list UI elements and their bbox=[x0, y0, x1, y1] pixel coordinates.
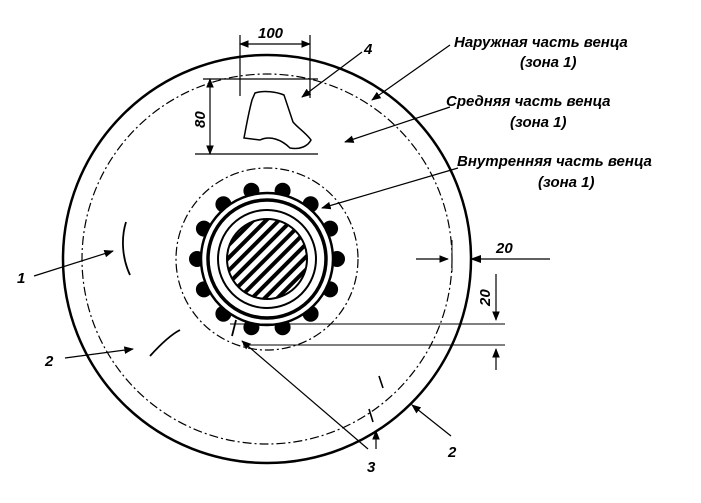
leader-2-right bbox=[411, 404, 452, 437]
dimension-20-vertical: 20 bbox=[230, 274, 505, 370]
inner-rim-label-line2: (зона 1) bbox=[538, 174, 595, 191]
leader-4 bbox=[301, 51, 363, 98]
inner-rim-label-line1: Внутренняя часть венца bbox=[457, 153, 652, 170]
leader-inner-rim bbox=[321, 167, 459, 210]
crack-mark-1 bbox=[122, 221, 131, 276]
callout-4: 4 bbox=[363, 41, 373, 58]
outer-rim-label-line2: (зона 1) bbox=[520, 54, 577, 71]
crack-mark-rim bbox=[378, 375, 384, 389]
leader-3-a bbox=[241, 340, 369, 450]
leader-1 bbox=[33, 249, 114, 277]
leader-outer-rim bbox=[371, 44, 451, 101]
dimension-20-horizontal: 20 bbox=[416, 240, 550, 272]
callout-2-right: 2 bbox=[447, 444, 457, 461]
callout-2-left: 2 bbox=[44, 353, 54, 370]
crack-mark-rim-edge bbox=[368, 408, 374, 423]
middle-rim-label-line2: (зона 1) bbox=[510, 114, 567, 131]
leader-middle-rim bbox=[344, 106, 451, 143]
outer-rim-label-line1: Наружная часть венца bbox=[454, 34, 628, 51]
crack-mark-2 bbox=[149, 329, 181, 357]
dimension-80: 80 bbox=[192, 78, 318, 155]
callout-1: 1 bbox=[17, 270, 25, 287]
middle-rim-label-line1: Средняя часть венца bbox=[446, 93, 610, 110]
dimension-20-vertical-label: 20 bbox=[477, 289, 494, 307]
dimension-100-label: 100 bbox=[258, 25, 284, 42]
crack-mark-inner bbox=[231, 319, 237, 337]
axle-section bbox=[226, 218, 308, 300]
inner-zone-circle bbox=[175, 167, 359, 351]
dimension-20-horizontal-label: 20 bbox=[495, 240, 513, 257]
dimension-80-label: 80 bbox=[192, 111, 209, 128]
dimension-100: 100 bbox=[239, 25, 311, 98]
defect-4-outline bbox=[243, 90, 312, 150]
leader-2-left bbox=[64, 346, 134, 359]
hub-middle-circle bbox=[206, 198, 328, 320]
hub-inner-circle bbox=[217, 209, 317, 309]
callout-3: 3 bbox=[367, 459, 376, 476]
